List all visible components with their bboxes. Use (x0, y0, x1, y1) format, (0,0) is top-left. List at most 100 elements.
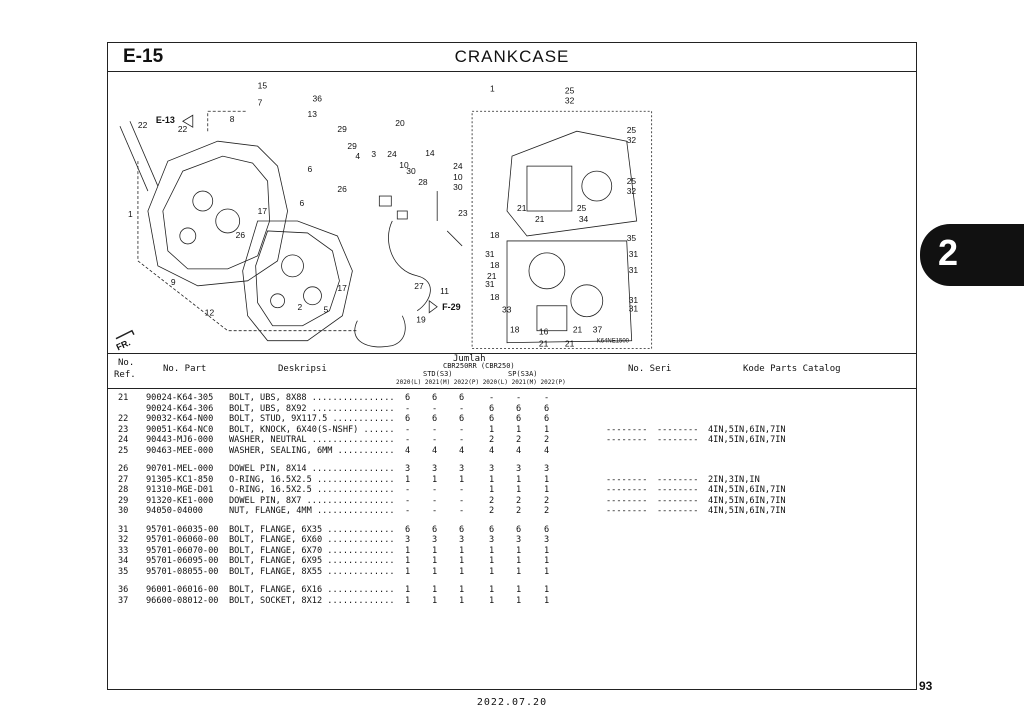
cell-qty: 6 (405, 524, 411, 535)
cell-ref: 32 (118, 535, 129, 545)
case-ref-number: 18 (490, 260, 500, 270)
cell-desc: O-RING, 16.5X2.5 ............... (229, 485, 395, 495)
cell-qty: 1 (459, 595, 465, 606)
cell-qty: - (459, 506, 465, 516)
cell-qty: - (432, 435, 438, 445)
cell-part: 95701-08055-00 (146, 566, 219, 577)
exploded-ref-number: 9 (171, 277, 176, 287)
case-ref-number: 21 (535, 214, 545, 224)
exploded-ref-number: 15 (258, 80, 268, 90)
cell-serial-to: -------- (657, 435, 699, 445)
exploded-ref-number: 11 (440, 286, 449, 296)
cell-qty: 1 (544, 545, 550, 556)
cell-qty: - (459, 485, 465, 495)
exploded-ref-number: 20 (395, 118, 405, 128)
exploded-ref-number: 14 (425, 148, 435, 158)
cell-desc: WASHER, SEALING, 6MM ........... (229, 445, 395, 456)
cell-qty: 1 (405, 556, 411, 566)
cell-qty: 1 (405, 585, 411, 595)
cell-qty: - (432, 506, 438, 516)
cell-qty: 1 (516, 556, 522, 566)
cell-qty: 1 (489, 595, 495, 606)
cell-qty: 1 (544, 485, 550, 495)
col-no: No. (118, 358, 135, 368)
exploded-ref-number: 27 (414, 281, 424, 291)
cell-qty: 6 (544, 524, 550, 535)
cell-qty: 3 (405, 464, 411, 474)
footer-date: 2022.07.20 (476, 697, 548, 708)
case-ref-number: 31 (485, 249, 495, 259)
case-ref-number: 31 (629, 304, 639, 314)
cell-catalog: 4IN,5IN,6IN,7IN (708, 495, 786, 506)
exploded-ref-number: 36 (312, 93, 322, 103)
cell-qty: 1 (459, 556, 465, 566)
case-top-view (506, 130, 638, 237)
cell-ref: 21 (118, 393, 129, 403)
cell-catalog: 4IN,5IN,6IN,7IN (708, 485, 786, 495)
cell-part: 94050-04000 (146, 506, 203, 516)
cell-qty: 6 (405, 393, 411, 403)
case-ref-number: 18 (510, 325, 520, 335)
cell-qty: 6 (544, 414, 550, 424)
col-years: 2020(L) 2021(M) 2022(P) 2020(L) 2021(M) … (396, 379, 566, 386)
case-ref-number: 32 (565, 95, 575, 105)
cell-qty: 2 (544, 506, 550, 516)
col-qty: Jumlah (453, 354, 486, 364)
cell-part: 91310-MGE-D01 (146, 485, 214, 495)
cell-ref: 35 (118, 566, 129, 577)
cell-qty: 1 (516, 585, 522, 595)
case-ref-number: 21 (517, 203, 527, 213)
cell-qty: 2 (489, 495, 495, 506)
cell-qty: 2 (516, 435, 522, 445)
exploded-ref-number: 30 (453, 182, 463, 192)
exploded-ref-number: 5 (323, 305, 328, 315)
exploded-ref-number: 22 (138, 120, 148, 130)
case-ref-number: 21 (573, 325, 583, 335)
cell-qty: 1 (516, 545, 522, 556)
exploded-ref-number: 12 (205, 308, 215, 318)
cell-desc: BOLT, UBS, 8X92 ................ (229, 403, 395, 414)
cell-qty: 1 (459, 566, 465, 577)
cell-qty: 1 (516, 595, 522, 606)
cell-desc: DOWEL PIN, 8X7 ................. (229, 495, 395, 506)
case-ref-number: 1 (490, 83, 495, 93)
cell-serial-from: -------- (606, 474, 648, 485)
col-ref: Ref. (114, 370, 136, 380)
cell-qty: - (516, 393, 522, 403)
case-ref-number: 32 (627, 186, 637, 196)
cell-qty: 2 (544, 495, 550, 506)
cell-part: 96001-06016-00 (146, 585, 219, 595)
cell-qty: 1 (544, 585, 550, 595)
cell-ref: 25 (118, 445, 129, 456)
cell-ref: 34 (118, 556, 129, 566)
cell-catalog: 4IN,5IN,6IN,7IN (708, 424, 786, 435)
cell-qty: - (405, 495, 411, 506)
cell-qty: 1 (405, 566, 411, 577)
cell-part: 95701-06035-00 (146, 524, 219, 535)
cell-desc: BOLT, SOCKET, 8X12 ............. (229, 595, 395, 606)
cell-qty: 1 (432, 595, 438, 606)
cell-qty: 6 (516, 414, 522, 424)
cell-qty: 1 (489, 545, 495, 556)
cell-qty: 1 (544, 556, 550, 566)
cell-ref: 30 (118, 506, 129, 516)
exploded-ref-number: 22 (178, 124, 188, 134)
cell-qty: - (544, 393, 550, 403)
cell-part: 90032-K64-N00 (146, 414, 214, 424)
page-number: 93 (919, 679, 933, 693)
cell-qty: 6 (459, 414, 465, 424)
cell-desc: DOWEL PIN, 8X14 ................ (229, 464, 395, 474)
col-catalog: Kode Parts Catalog (743, 364, 841, 374)
cell-part: 90051-K64-NC0 (146, 424, 214, 435)
cell-qty: 1 (516, 566, 522, 577)
